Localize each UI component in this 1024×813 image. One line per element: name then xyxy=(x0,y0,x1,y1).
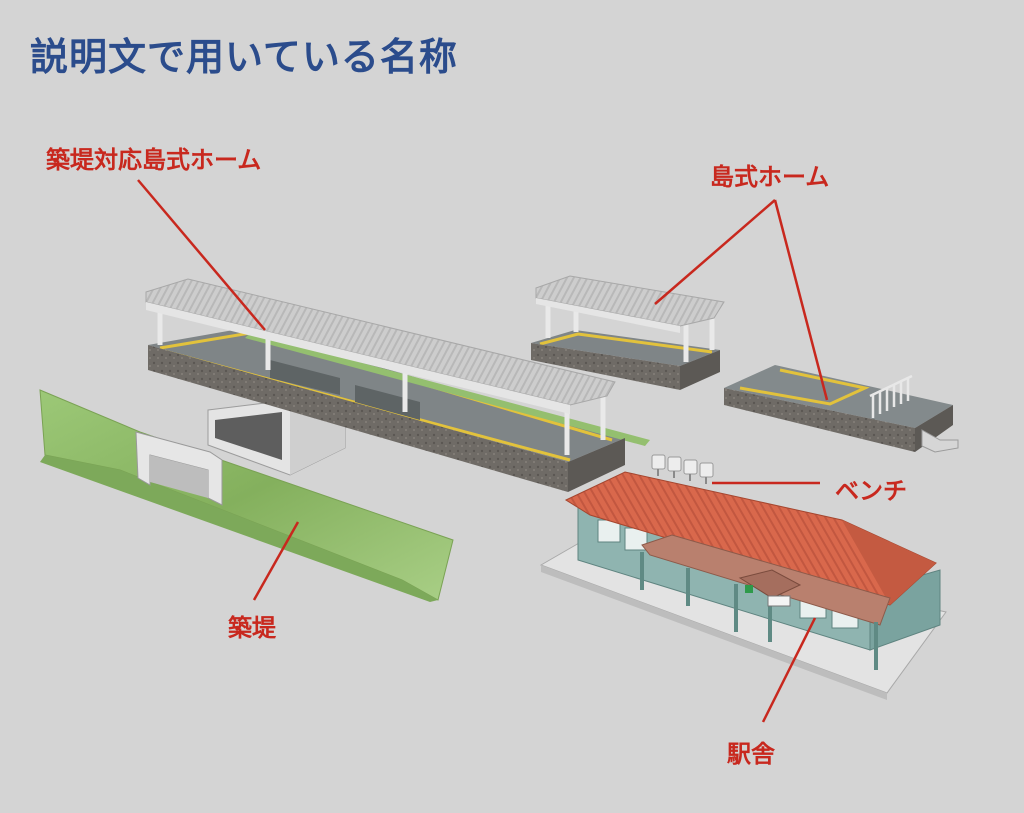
leader-lines xyxy=(137,179,829,723)
bench-model xyxy=(651,454,714,484)
leader-line-station-building xyxy=(761,617,817,723)
island-platform-open-model xyxy=(724,365,959,453)
label-station-building: 駅舎 xyxy=(727,740,775,768)
leader-line-island-platform-roofed xyxy=(654,199,776,305)
label-bench: ベンチ xyxy=(835,477,907,505)
leader-line-island-platform-open xyxy=(773,199,829,401)
page-title: 説明文で用いている名称 xyxy=(30,35,458,79)
label-island-platform: 島式ホーム xyxy=(710,163,830,191)
island-platform-roofed-model xyxy=(531,275,725,390)
embankment-island-platform-model xyxy=(145,278,650,492)
station-building-model xyxy=(539,471,947,700)
label-embankment: 築堤 xyxy=(228,614,276,642)
underpass-box xyxy=(207,399,346,476)
label-embankment-island-platform: 築堤対応島式ホーム xyxy=(46,146,262,174)
leader-line-embankment-platform xyxy=(137,179,266,331)
leader-line-embankment xyxy=(252,521,300,601)
embankment-model xyxy=(39,389,454,602)
